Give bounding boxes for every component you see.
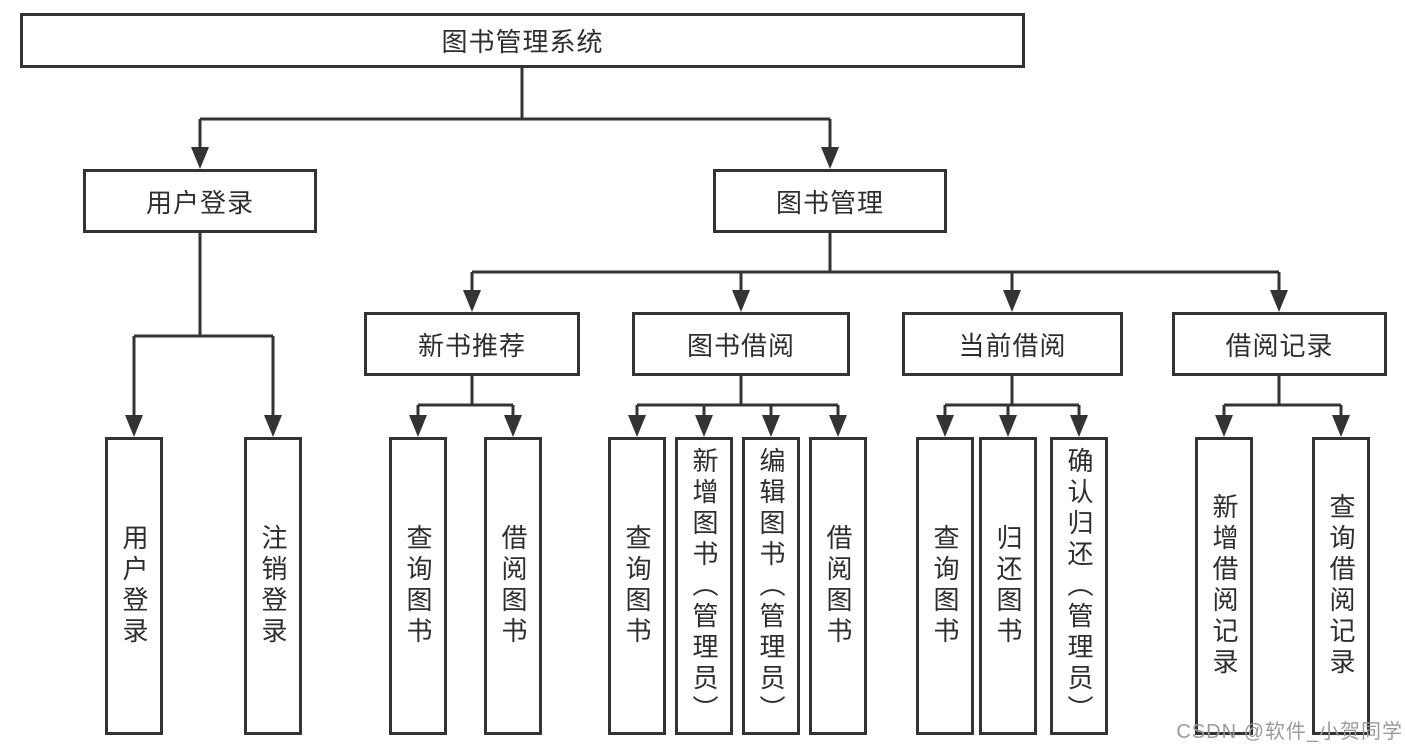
node-book-management: 图书管理 — [713, 169, 947, 233]
node-current-borrow: 当前借阅 — [902, 312, 1123, 376]
connector-root-to-level1 — [191, 68, 839, 169]
leaf-add-book-admin: 新增图书（管理员） — [675, 437, 733, 735]
connector-book-borrow-children — [628, 376, 847, 437]
leaf-confirm-return-admin: 确认归还（管理员） — [1050, 437, 1108, 735]
node-book-borrow: 图书借阅 — [632, 312, 850, 376]
watermark: CSDN @软件_小贺同学 — [1176, 721, 1403, 743]
leaf-user-login: 用户登录 — [105, 437, 163, 735]
node-new-book-recommend: 新书推荐 — [364, 312, 580, 376]
leaf-query-books-current: 查询图书 — [916, 437, 974, 735]
node-borrow-records: 借阅记录 — [1172, 312, 1387, 376]
leaf-return-book: 归还图书 — [979, 437, 1037, 735]
connector-user-login-children — [125, 233, 282, 437]
node-user-login: 用户登录 — [83, 169, 317, 233]
connector-new-book-recommend-children — [409, 376, 522, 437]
leaf-query-borrow-record: 查询借阅记录 — [1312, 437, 1370, 735]
connector-current-borrow-children — [936, 376, 1088, 437]
leaf-borrow-books: 借阅图书 — [809, 437, 867, 735]
leaf-query-books-recommend: 查询图书 — [389, 437, 447, 735]
leaf-query-books-borrow: 查询图书 — [608, 437, 666, 735]
node-root: 图书管理系统 — [20, 13, 1025, 68]
connector-book-management-children — [463, 233, 1288, 312]
leaf-edit-book-admin: 编辑图书（管理员） — [742, 437, 800, 735]
connector-borrow-records-children — [1215, 376, 1350, 437]
leaf-logout: 注销登录 — [244, 437, 302, 735]
leaf-borrow-books-recommend: 借阅图书 — [484, 437, 542, 735]
leaf-add-borrow-record: 新增借阅记录 — [1195, 437, 1253, 735]
